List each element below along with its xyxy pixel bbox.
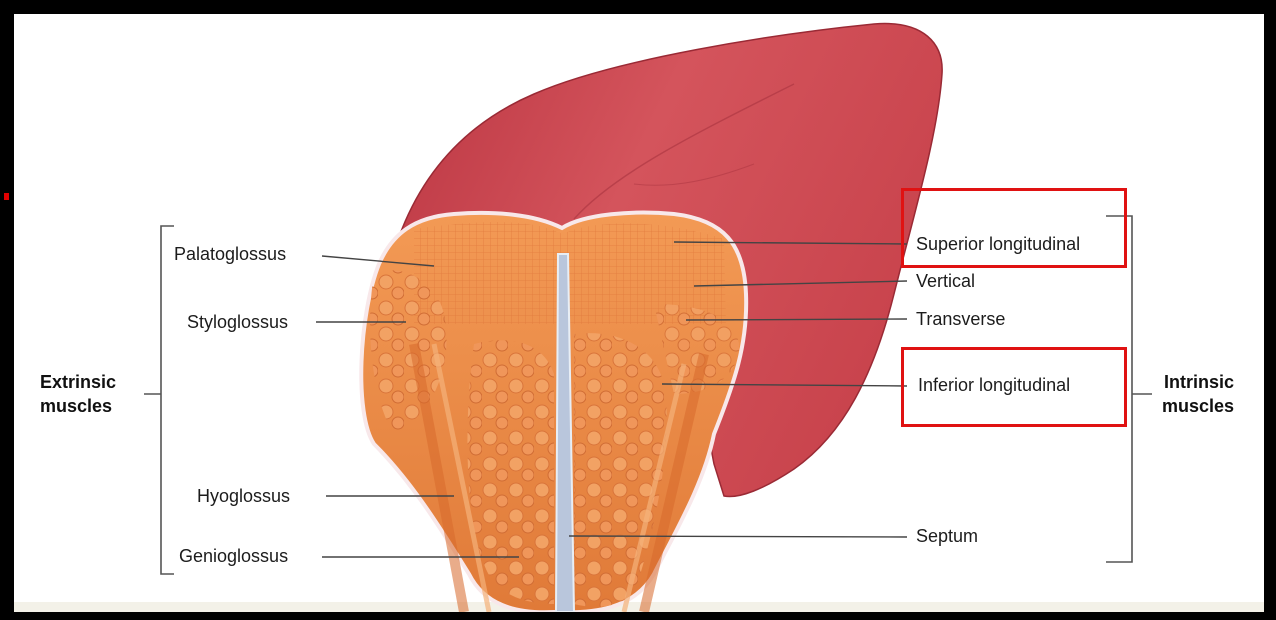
extrinsic-line1: Extrinsic: [40, 370, 116, 394]
extrinsic-group-label: Extrinsic muscles: [40, 370, 116, 418]
figure-frame: Palatoglossus Styloglossus Hyoglossus Ge…: [14, 14, 1264, 612]
label-palatoglossus: Palatoglossus: [174, 244, 286, 264]
intrinsic-group-label: Intrinsic muscles: [1162, 370, 1234, 418]
intrinsic-line2: muscles: [1162, 394, 1234, 418]
intrinsic-line1: Intrinsic: [1162, 370, 1234, 394]
label-septum: Septum: [916, 526, 978, 546]
label-styloglossus: Styloglossus: [187, 312, 288, 332]
label-transverse: Transverse: [916, 309, 1005, 329]
label-genioglossus: Genioglossus: [179, 546, 288, 566]
label-hyoglossus: Hyoglossus: [197, 486, 290, 506]
highlight-box-superior-longitudinal: [901, 188, 1127, 268]
label-vertical: Vertical: [916, 271, 975, 291]
red-marker-dot: [4, 193, 9, 200]
highlight-box-inferior-longitudinal: [901, 347, 1127, 427]
extrinsic-line2: muscles: [40, 394, 116, 418]
